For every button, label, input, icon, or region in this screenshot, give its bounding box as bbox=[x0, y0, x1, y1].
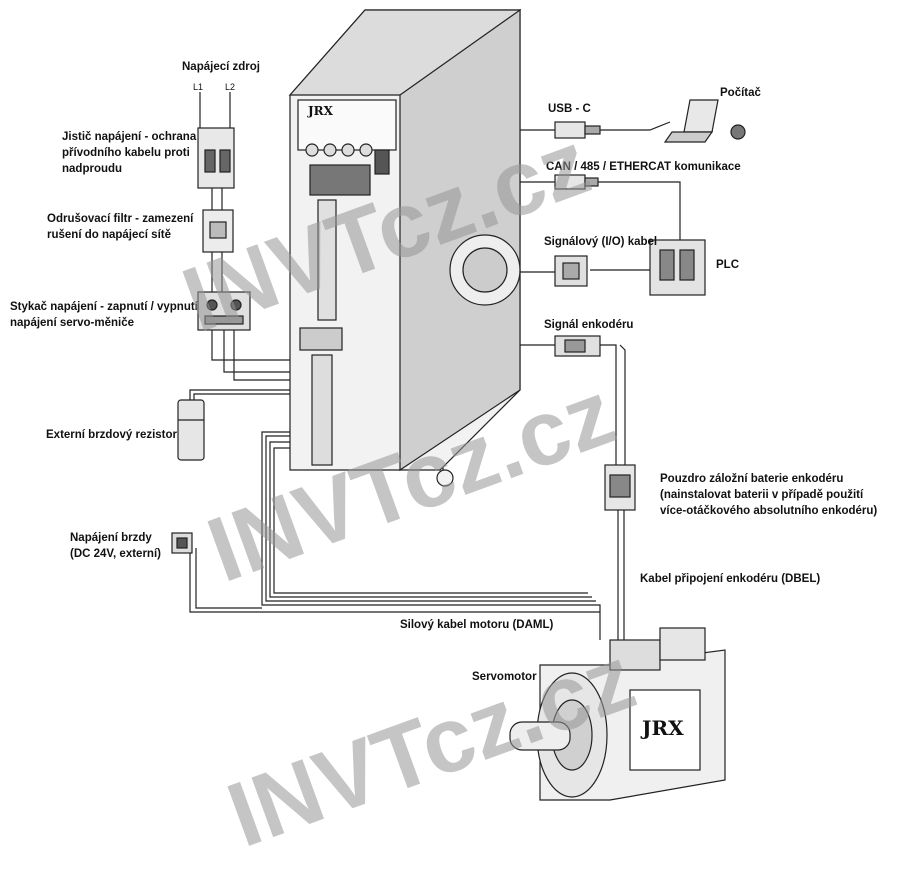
label-filter-1: Odrušovací filtr - zamezení bbox=[47, 213, 194, 225]
power-lines bbox=[199, 92, 300, 381]
label-brake-power-1: Napájení brzdy bbox=[70, 532, 152, 544]
battery-box bbox=[604, 464, 636, 511]
servomotor: JRX bbox=[509, 627, 726, 801]
wiring-diagram: JRX bbox=[10, 8, 878, 867]
contactor bbox=[197, 291, 251, 331]
label-can: CAN / 485 / ETHERCAT komunikace bbox=[546, 161, 741, 173]
servo-drive: JRX bbox=[288, 8, 522, 487]
label-contactor-2: napájení servo-měniče bbox=[10, 317, 134, 329]
label-encoder-signal: Signál enkodéru bbox=[544, 319, 634, 331]
encoder-plug bbox=[554, 335, 601, 357]
label-breaker-3: nadproudu bbox=[62, 163, 123, 175]
plc bbox=[649, 239, 706, 296]
motor-brand: JRX bbox=[640, 716, 684, 740]
diagram-drawing: JRX bbox=[171, 8, 746, 801]
filter bbox=[202, 209, 234, 253]
label-contactor-1: Stykač napájení - zapnutí / vypnutí bbox=[10, 301, 198, 313]
breaker bbox=[197, 127, 235, 189]
label-usb: USB - C bbox=[548, 103, 591, 115]
label-plc: PLC bbox=[716, 259, 739, 271]
label-l1: L1 bbox=[193, 82, 204, 92]
label-encoder-cable: Kabel připojení enkodéru (DBEL) bbox=[640, 573, 821, 585]
label-motor-cable: Silový kabel motoru (DAML) bbox=[400, 619, 554, 631]
can-plug bbox=[554, 174, 599, 190]
label-breaker-1: Jistič napájení - ochrana bbox=[62, 131, 197, 143]
label-power-supply: Napájecí zdroj bbox=[182, 61, 260, 73]
label-battery-3: více-otáčkového absolutního enkodéru) bbox=[660, 505, 878, 517]
io-plug bbox=[554, 255, 588, 287]
motor-cable-lines bbox=[189, 431, 601, 640]
laptop bbox=[663, 99, 746, 143]
label-battery-2: (nainstalovat baterii v případě použití bbox=[660, 489, 864, 501]
label-io-cable: Signálový (I/O) kabel bbox=[544, 236, 658, 248]
label-l2: L2 bbox=[225, 82, 236, 92]
label-brake-resistor: Externí brzdový rezistor bbox=[46, 429, 178, 441]
drive-brand: JRX bbox=[307, 104, 334, 118]
brake-resistor bbox=[177, 399, 205, 461]
label-servomotor: Servomotor bbox=[472, 671, 537, 683]
usb-plug bbox=[554, 121, 601, 139]
label-breaker-2: přívodního kabelu proti bbox=[62, 147, 190, 159]
label-filter-2: rušení do napájecí sítě bbox=[47, 229, 171, 241]
label-brake-power-2: (DC 24V, externí) bbox=[70, 548, 161, 560]
label-pc: Počítač bbox=[720, 87, 761, 99]
brake-power-connector bbox=[171, 532, 193, 554]
label-battery-1: Pouzdro záložní baterie enkodéru bbox=[660, 473, 844, 485]
resistor-lines bbox=[189, 389, 300, 400]
